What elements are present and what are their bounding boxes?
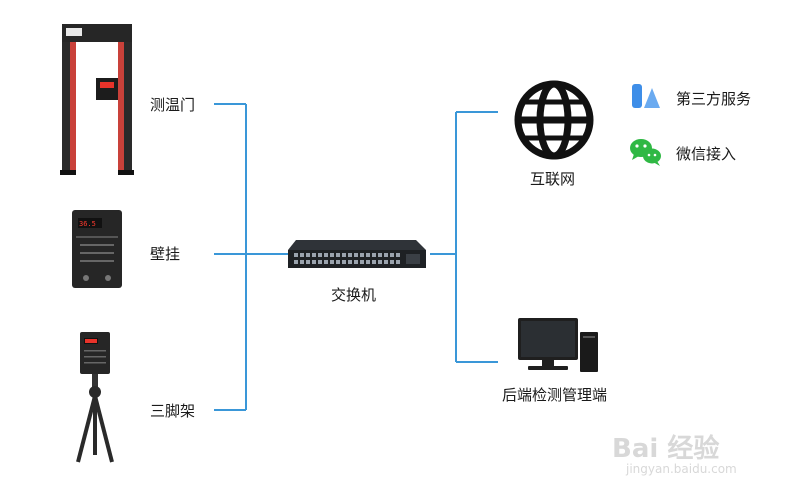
switch-label: 交换机 <box>331 286 377 304</box>
internet-label: 互联网 <box>530 170 576 188</box>
wall-mounted-device: 36.5 <box>72 210 122 288</box>
right-connectors <box>430 111 498 363</box>
tripod-label: 三脚架 <box>150 402 196 420</box>
gate-label: 测温门 <box>150 96 196 114</box>
wechat-icon <box>630 139 661 166</box>
temperature-gate-device <box>60 24 134 175</box>
tripod-device <box>76 332 114 463</box>
backend-computer-device <box>518 318 598 372</box>
third-party-service-label: 第三方服务 <box>676 90 752 108</box>
watermark-brand: Bai 经验 <box>612 434 720 464</box>
svg-text:36.5: 36.5 <box>79 220 96 228</box>
third-party-service-icon <box>632 84 660 108</box>
wechat-access-label: 微信接入 <box>676 145 737 163</box>
globe-icon <box>514 80 594 160</box>
watermark-url: jingyan.baidu.com <box>626 462 737 476</box>
left-connectors <box>214 103 290 411</box>
wall-label: 壁挂 <box>150 245 181 263</box>
backend-label: 后端检测管理端 <box>502 386 608 404</box>
network-switch-device <box>288 240 426 268</box>
